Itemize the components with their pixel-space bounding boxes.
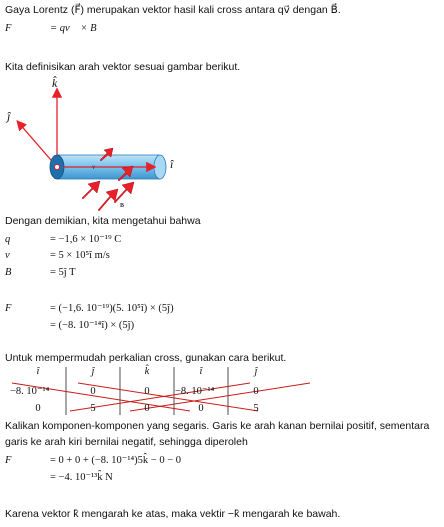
label-j: ĵ — [7, 109, 11, 123]
cross-r2-c3: 0 — [144, 403, 150, 414]
cross-r2-c1: 0 — [35, 403, 41, 414]
cross-r2-c5: 5 — [253, 403, 259, 414]
label-k: k̂ — [52, 76, 58, 90]
cross-intro: Untuk mempermudah perkalian cross, gunak… — [5, 352, 287, 364]
cross-r1-c4: −8. 10⁻¹⁴ — [175, 386, 215, 397]
known-q-lhs: q — [5, 234, 11, 245]
calc-line2: = (−8. 10⁻¹⁴î) × (5ĵ) — [50, 320, 135, 331]
known-B-rhs: = 5ĵ T — [50, 267, 76, 278]
calc-line1: = (−1,6. 10⁻¹⁹)(5. 10⁵î) × (5ĵ) — [50, 303, 174, 314]
cross-r1-c3: 0 — [144, 386, 150, 397]
cross-r2-c4: 0 — [198, 403, 204, 414]
cross-table-grid — [11, 367, 311, 415]
known-v-rhs: = 5 × 10⁵î m/s — [50, 250, 110, 261]
conclusion-text: Karena vektor k̂ mengarah ke atas, maka … — [5, 508, 341, 520]
known-B-lhs: B⃗ — [5, 267, 20, 278]
cross-r1-c5: 0 — [253, 386, 259, 397]
intro-eq-rhs: = qv⃗ × B⃗ — [50, 23, 105, 34]
intro-line: Gaya Lorentz (F⃗) merupakan vektor hasil… — [5, 4, 341, 16]
j-axis-arrow — [16, 120, 58, 168]
label-B: B — [120, 203, 125, 209]
label-i: î — [170, 157, 174, 171]
magnetic-field-arrows — [81, 165, 135, 212]
cross-r1-c2: 0 — [90, 386, 96, 397]
top-field-arrows — [99, 147, 114, 162]
known-q-rhs: = −1,6 × 10⁻¹⁹ C — [50, 234, 122, 245]
label-v: v — [92, 163, 96, 171]
intro-eq-lhs: F⃗ — [5, 23, 20, 34]
cross-diagonal-lines — [11, 382, 311, 412]
result-lhs: F⃗ — [5, 455, 20, 466]
definition-text: Kita definisikan arah vektor sesuai gamb… — [5, 61, 241, 73]
rule-text-1: Kalikan komponen-komponen yang segaris. … — [5, 420, 430, 432]
cross-header-j: ĵ — [91, 366, 95, 377]
known-v-lhs: v⃗ — [5, 250, 18, 261]
calc-lhs: F⃗ — [5, 303, 20, 314]
rule-text-2: garis ke arah kiri bernilai negatif, seh… — [5, 436, 248, 448]
cross-header-i: î — [36, 366, 40, 377]
cross-header-j2: ĵ — [254, 366, 258, 377]
result-line2: = −4. 10⁻¹³k̂ N — [50, 472, 113, 483]
cross-r2-c2: 5 — [90, 403, 96, 414]
cross-header-k: k̂ — [144, 366, 150, 377]
cross-r1-c1: −8. 10⁻¹⁴ — [10, 386, 50, 397]
result-line1: = 0 + 0 + (−8. 10⁻¹⁴)5k̂ − 0 − 0 — [50, 455, 181, 466]
vector-direction-figure — [16, 87, 167, 212]
known-intro: Dengan demikian, kita mengetahui bahwa — [5, 215, 201, 227]
cross-header-i2: î — [199, 366, 203, 377]
